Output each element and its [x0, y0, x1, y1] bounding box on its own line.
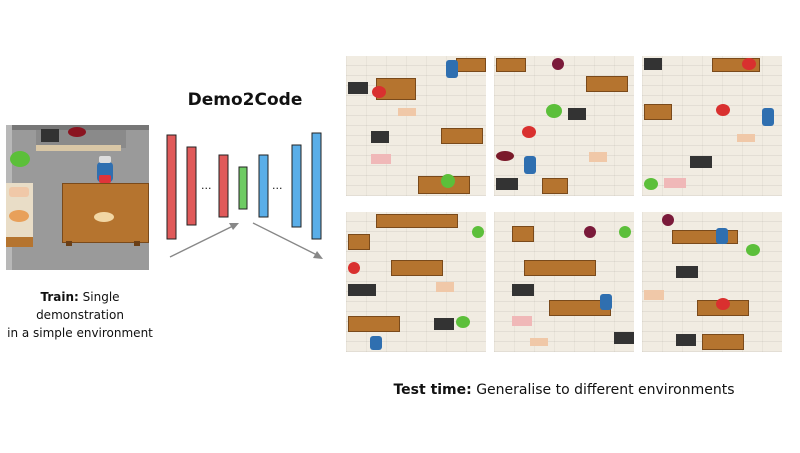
meat-icon — [68, 127, 86, 137]
train-caption: Train: Single demonstration in a simple … — [0, 288, 160, 342]
test-env-3 — [642, 56, 782, 196]
robot-icon — [600, 294, 612, 310]
bread-icon — [9, 187, 29, 197]
test-caption-bold: Test time: — [393, 382, 472, 398]
tomato-icon — [348, 262, 360, 274]
test-caption: Test time: Generalise to different envir… — [346, 382, 782, 398]
lettuce-icon — [456, 316, 470, 328]
table-leg — [134, 241, 140, 246]
tomato-icon — [372, 86, 386, 98]
left-counter-base — [6, 237, 33, 247]
test-env-4 — [346, 212, 486, 352]
robot-icon — [446, 60, 458, 78]
counter — [348, 316, 400, 332]
counter — [672, 230, 738, 244]
chef-hat-icon — [99, 156, 111, 163]
counter — [441, 128, 483, 144]
blue-bar-1 — [258, 154, 269, 218]
test-env-6 — [642, 212, 782, 352]
stove-icon — [348, 284, 376, 296]
diagram-title: Demo2Code — [187, 90, 303, 110]
bread-icon — [644, 290, 664, 300]
model-diagram: ... ... — [166, 132, 323, 259]
red-bar-3 — [218, 154, 229, 218]
red-bar-2 — [186, 146, 197, 226]
stove-icon — [568, 108, 586, 120]
counter — [586, 76, 628, 92]
test-caption-text: Generalise to different environments — [476, 382, 735, 398]
training-environment — [6, 125, 149, 270]
counter — [376, 214, 458, 228]
arrow-out — [252, 222, 318, 256]
bread-icon — [589, 152, 607, 162]
train-caption-line1: Single demonstration — [36, 290, 124, 322]
stove-icon — [690, 156, 712, 168]
meat-icon — [512, 316, 532, 326]
stove-icon — [371, 131, 389, 143]
arrow-in-head — [229, 223, 239, 230]
counter — [524, 260, 596, 276]
beet-icon — [584, 226, 596, 238]
robot-icon — [762, 108, 774, 126]
stove-icon — [644, 58, 662, 70]
blue-bar-2 — [291, 144, 302, 228]
meat-icon — [496, 151, 514, 161]
counter — [644, 104, 672, 120]
counter — [456, 58, 486, 72]
counter — [496, 58, 526, 72]
lettuce-icon — [746, 244, 760, 256]
test-env-2 — [494, 56, 634, 196]
counter — [391, 260, 443, 276]
stove-icon — [496, 178, 518, 190]
stove-icon — [676, 266, 698, 278]
test-env-5 — [494, 212, 634, 352]
train-caption-bold: Train: — [40, 290, 79, 304]
counter — [348, 234, 370, 250]
ellipsis-left: ... — [201, 179, 212, 192]
arrow-out-head — [313, 251, 323, 259]
blue-bar-3 — [311, 132, 322, 240]
table-leg — [66, 241, 72, 246]
stove-icon — [512, 284, 534, 296]
beet-icon — [552, 58, 564, 70]
stove-icon — [676, 334, 696, 346]
beet-icon — [662, 214, 674, 226]
bread-icon — [398, 108, 416, 116]
stove-icon — [434, 318, 454, 330]
test-env-1 — [346, 56, 486, 196]
held-item-icon — [99, 175, 111, 183]
back-counter — [36, 145, 121, 151]
lettuce-icon — [546, 104, 562, 118]
lettuce-icon — [644, 178, 658, 190]
counter — [542, 178, 568, 194]
stove-icon — [614, 332, 634, 344]
bread-icon — [530, 338, 548, 346]
tomato-icon — [716, 104, 730, 116]
robot-icon — [716, 228, 728, 244]
lettuce-icon — [10, 151, 30, 167]
stove-icon — [41, 129, 59, 142]
stove-icon — [348, 82, 368, 94]
train-caption-line2: in a simple environment — [7, 326, 153, 340]
lettuce-icon — [619, 226, 631, 238]
robot-icon — [370, 336, 382, 350]
lettuce-icon — [472, 226, 484, 238]
bread-icon — [737, 134, 755, 142]
tomato-icon — [522, 126, 536, 138]
counter — [512, 226, 534, 242]
tomato-icon — [716, 298, 730, 310]
ellipsis-right: ... — [272, 179, 283, 192]
meat-icon — [371, 154, 391, 164]
robot-icon — [524, 156, 536, 174]
red-bar-1 — [166, 134, 177, 240]
plate-icon — [94, 212, 114, 222]
counter — [702, 334, 744, 350]
green-bar — [238, 166, 248, 210]
meat-icon — [664, 178, 686, 188]
lettuce-icon — [441, 174, 455, 188]
bun-icon — [9, 210, 29, 222]
arrow-in — [169, 224, 236, 258]
tomato-icon — [742, 58, 756, 70]
bread-icon — [436, 282, 454, 292]
